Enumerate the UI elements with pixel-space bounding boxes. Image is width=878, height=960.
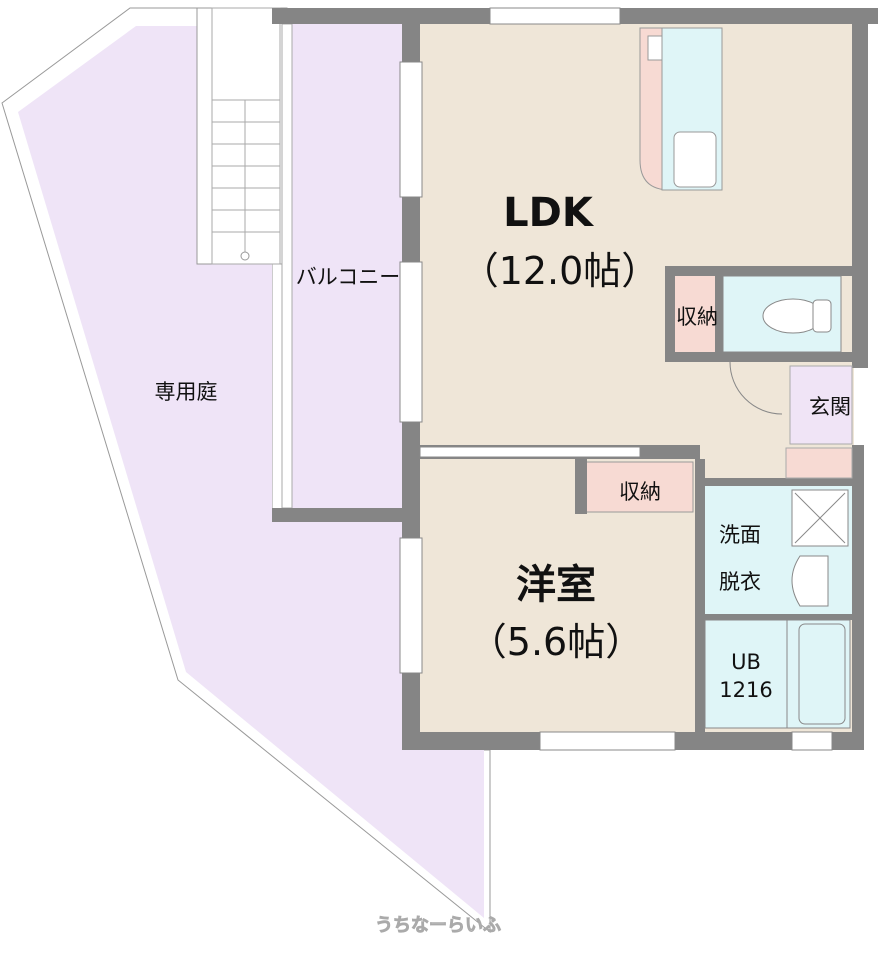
storage-ldk-label: 収納	[676, 305, 718, 329]
entrance-label: 玄関	[809, 395, 851, 419]
ldk-label: LDK	[503, 190, 595, 236]
kitchen	[639, 27, 723, 191]
watermark: うちなーらいふ	[375, 915, 501, 936]
washroom-label-2: 脱衣	[719, 570, 761, 594]
unit-bath	[704, 619, 851, 729]
storage-western-label: 収納	[619, 480, 661, 504]
balcony-label: バルコニー	[296, 265, 401, 289]
garden-fill	[18, 26, 484, 918]
garden-label: 専用庭	[155, 380, 218, 404]
washroom-label-1: 洗面	[719, 523, 761, 547]
washroom	[705, 486, 852, 614]
bath-label-2: 1216	[719, 678, 772, 702]
balcony-area	[290, 24, 402, 508]
bath-label-1: UB	[731, 650, 761, 674]
storage-western	[584, 461, 694, 513]
stairs	[196, 7, 288, 265]
storage-ldk	[675, 276, 715, 352]
ldk-size: （12.0帖）	[461, 249, 660, 293]
entrance-area	[789, 365, 853, 445]
western-room-label: 洋室	[516, 562, 596, 608]
western-room-size: （5.6帖）	[469, 620, 643, 664]
windows	[399, 7, 833, 751]
toilet	[722, 275, 842, 415]
